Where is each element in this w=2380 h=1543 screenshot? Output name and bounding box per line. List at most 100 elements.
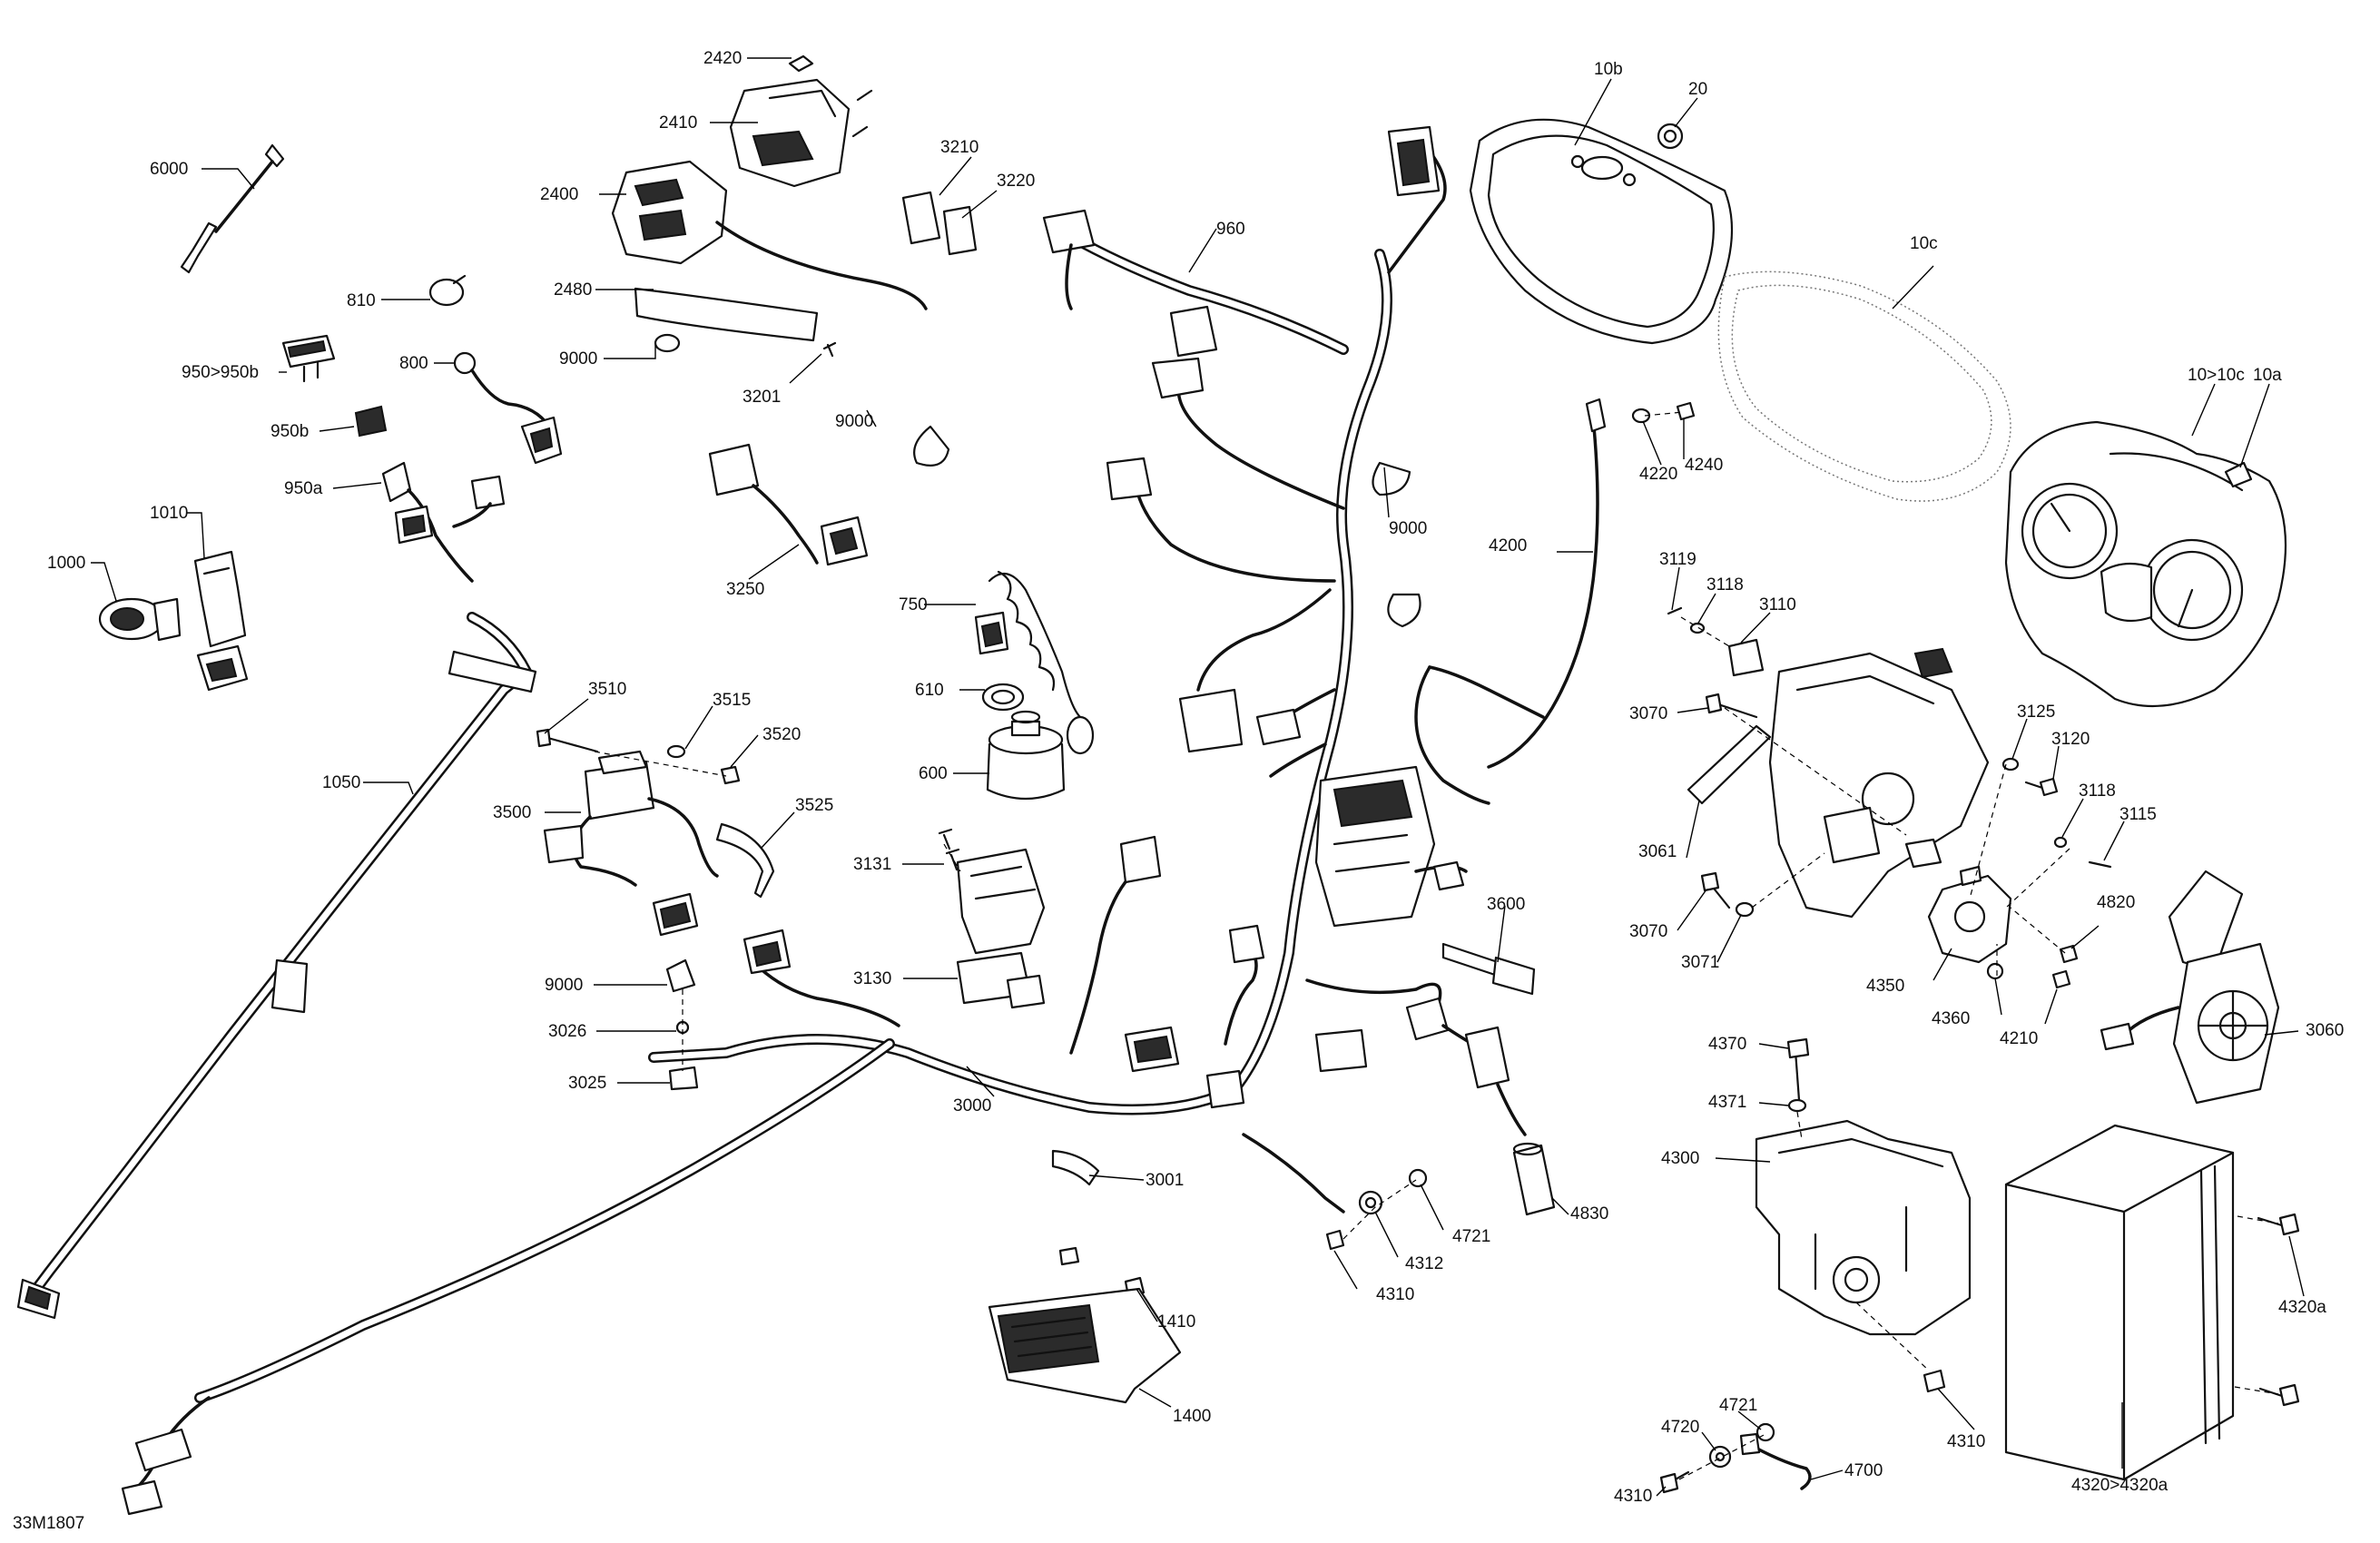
label-3131: 3131 <box>853 855 891 874</box>
part-3131-screws <box>938 828 960 871</box>
part-labels: 6000 810 950>950b 800 950b 950a 1010 100… <box>13 49 2344 1533</box>
label-610: 610 <box>915 681 944 700</box>
part-9000-cable-tie-d <box>1372 461 1421 628</box>
diagram-code: 33M1807 <box>13 1514 84 1533</box>
label-3510: 3510 <box>588 680 626 699</box>
part-3110-sensor <box>1727 638 1765 677</box>
label-4830: 4830 <box>1570 1204 1608 1224</box>
assembly-lines <box>594 411 2279 1480</box>
part-3525-hose <box>715 822 775 899</box>
part-610-grommet <box>981 683 1025 712</box>
part-4720-star-washer <box>1708 1445 1732 1469</box>
label-3000: 3000 <box>953 1096 991 1115</box>
part-4312-star-washer <box>1358 1190 1383 1215</box>
label-3130: 3130 <box>853 969 891 988</box>
label-4200: 4200 <box>1489 536 1527 555</box>
part-4721-washer-b <box>1755 1422 1775 1442</box>
part-3201-screw <box>822 341 837 358</box>
part-4210-nut <box>2051 969 2071 989</box>
part-4830-boot <box>1512 1142 1556 1216</box>
part-3520-nut <box>720 765 741 785</box>
part-4721-washer-a <box>1408 1168 1428 1188</box>
label-3118-a: 3118 <box>1706 575 1744 595</box>
part-810-cap <box>428 274 467 307</box>
part-3515-washer <box>666 744 686 759</box>
part-10a-screw <box>2224 461 2253 488</box>
part-3210-relay <box>901 191 941 245</box>
label-4320a: 4320a <box>2278 1298 2326 1317</box>
part-3001-sleeve <box>1051 1149 1100 1186</box>
label-9000-a: 9000 <box>559 349 597 369</box>
part-2480-sleeve <box>634 287 819 342</box>
label-4721-a: 4721 <box>1452 1227 1490 1246</box>
part-950a-switch <box>381 461 506 583</box>
label-1410: 1410 <box>1157 1312 1195 1332</box>
part-2400-handlebar-switch <box>611 160 928 310</box>
label-3520: 3520 <box>762 725 801 744</box>
part-3118-washer-b <box>2053 836 2068 849</box>
part-3250-connector <box>708 443 869 566</box>
label-810: 810 <box>347 291 376 310</box>
label-3026: 3026 <box>548 1022 586 1041</box>
part-4320-module <box>2004 1124 2235 1481</box>
label-960: 960 <box>1216 220 1245 239</box>
part-960-fuse-box-harness <box>1042 209 1349 358</box>
label-10a: 10a <box>2253 366 2282 385</box>
part-9000-cable-tie-c <box>665 958 696 993</box>
label-3110: 3110 <box>1759 595 1796 614</box>
label-3600: 3600 <box>1487 895 1525 914</box>
label-4700: 4700 <box>1844 1461 1883 1480</box>
label-4300: 4300 <box>1661 1149 1699 1168</box>
part-4200-battery-cable <box>1414 398 1607 805</box>
label-3070-b: 3070 <box>1629 922 1667 941</box>
label-4312: 4312 <box>1405 1254 1443 1273</box>
label-3025: 3025 <box>568 1074 606 1093</box>
label-9000-b: 9000 <box>835 412 873 431</box>
part-3115-screw <box>2088 860 2112 869</box>
part-4820-nut <box>2059 944 2079 964</box>
part-800-sensor <box>453 351 563 465</box>
label-3070-a: 3070 <box>1629 704 1667 723</box>
label-4350: 4350 <box>1866 977 1904 996</box>
part-3070-bolt-b <box>1700 871 1731 909</box>
part-10b-cluster-housing <box>1469 118 1734 345</box>
part-4320a-bolt-b <box>2258 1383 2300 1407</box>
part-4371-washer <box>1787 1098 1807 1113</box>
label-9000-d: 9000 <box>1389 519 1427 538</box>
label-1050: 1050 <box>322 773 360 792</box>
label-3120: 3120 <box>2051 730 2090 749</box>
label-3118-b: 3118 <box>2079 781 2116 801</box>
label-950a: 950a <box>284 479 323 498</box>
label-750: 750 <box>899 595 928 614</box>
part-3025-clip <box>668 1066 699 1091</box>
label-3060: 3060 <box>2306 1021 2344 1040</box>
part-4310-bolt-b <box>1923 1369 1946 1393</box>
label-4371: 4371 <box>1708 1093 1746 1112</box>
label-3125: 3125 <box>2017 703 2055 722</box>
label-3001: 3001 <box>1146 1171 1184 1190</box>
label-4721-b: 4721 <box>1719 1396 1757 1415</box>
part-1400-ecm <box>988 1287 1182 1404</box>
label-950-950b: 950>950b <box>182 363 259 382</box>
part-3125-washer <box>2001 757 2020 772</box>
label-3119: 3119 <box>1659 550 1696 569</box>
label-2420: 2420 <box>703 49 742 68</box>
part-3500-voltage-regulator <box>543 750 719 937</box>
label-4310-b: 4310 <box>1947 1432 1985 1451</box>
label-3525: 3525 <box>795 796 833 815</box>
label-3220: 3220 <box>997 172 1035 191</box>
part-600-dess-post <box>986 710 1066 801</box>
part-10-gauge-cluster <box>2004 420 2287 708</box>
label-4210: 4210 <box>2000 1029 2038 1048</box>
part-3070-bolt-a <box>1705 693 1758 719</box>
part-1010-bracket <box>193 550 249 692</box>
label-6000: 6000 <box>150 160 188 179</box>
label-10c: 10c <box>1910 234 1938 253</box>
part-steering-module-bracket <box>1768 647 1990 919</box>
part-3061-bracket-arm <box>1687 724 1772 805</box>
label-3071: 3071 <box>1681 953 1719 972</box>
label-9000-c: 9000 <box>545 976 583 995</box>
label-4310-a: 4310 <box>1376 1285 1414 1304</box>
label-2480: 2480 <box>554 280 592 300</box>
label-4320-4320a: 4320>4320a <box>2071 1476 2169 1495</box>
